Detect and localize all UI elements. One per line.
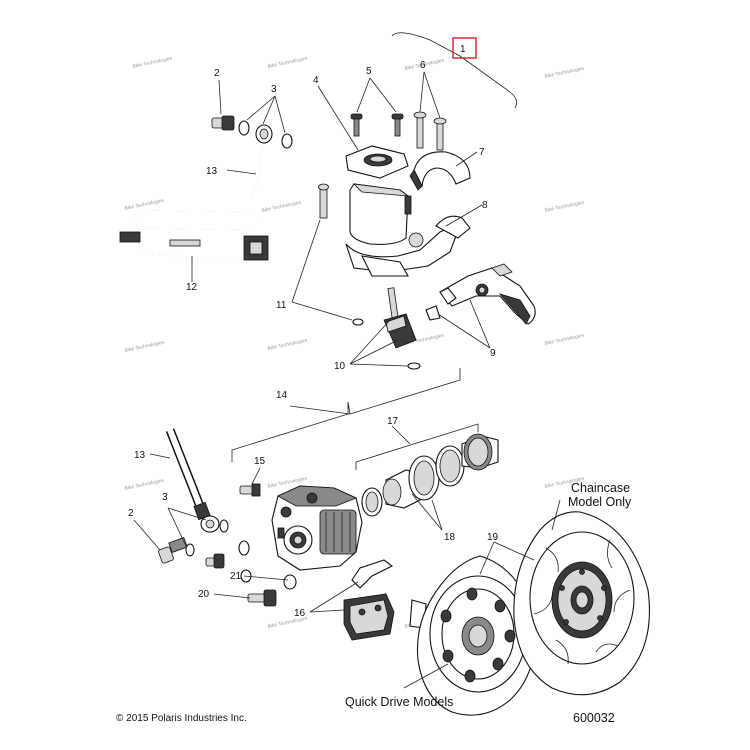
watermark: Bike Technologies [261,200,302,214]
assembly-bracket-1 [391,32,518,109]
chaincase-caption-line1: Chaincase [571,481,630,495]
brake-caliper [271,485,363,571]
callout-18: 18 [444,532,456,543]
callout-9: 9 [490,348,496,359]
watermark: Bike Technologies [124,478,165,492]
callout-box-1 [452,37,477,59]
watermark: Bike Technologies [267,56,308,70]
diagram-number: 600032 [573,711,615,725]
chaincase-caption-line2: Model Only [568,495,632,509]
callout-21: 21 [230,571,242,582]
callout-4: 4 [313,75,319,86]
quick-drive-caption: Quick Drive Models [345,695,453,709]
callout-11: 11 [276,300,287,311]
caliper-piston-seals [361,433,499,517]
brake-rotor-quick-drive [416,555,536,716]
upper-leader-lines [191,71,491,367]
lower-leader-lines [133,453,561,689]
callout-3: 3 [271,84,277,95]
callout-12: 12 [186,282,198,293]
bleeder-valve [239,483,261,497]
watermark: Bike Technologies [544,200,585,214]
callout-19: 19 [487,532,499,543]
watermark: Bike Technologies [267,338,308,352]
callout-10: 10 [334,361,346,372]
callout-5: 5 [366,66,372,77]
callout-16: 16 [294,608,306,619]
clamp-bolts [413,111,447,151]
callout-6: 6 [420,60,426,71]
brake-rotor-chaincase [513,511,651,696]
copyright-notice: © 2015 Polaris Industries Inc. [116,713,247,724]
brake-hose-upper [249,143,263,201]
pivot-pin [318,183,364,326]
caliper-bolt-small [205,553,225,569]
brake-lever [425,263,536,325]
callout-8: 8 [482,200,488,211]
master-cylinder-cover-screws [350,113,404,137]
callout-13: 13 [206,166,218,177]
watermark: Bike Technologies [544,66,585,80]
watermark: Bike Technologies [124,340,165,354]
callout-14: 14 [276,390,288,401]
master-cylinder-body [345,183,471,277]
callout-numbers: 1 2 3 4 5 6 7 8 9 10 11 12 13 14 15 13 3… [128,44,499,619]
bracket-17 [355,423,479,470]
assembly-bracket-14 [231,368,461,462]
caliper-mount-bolt [247,589,277,607]
watermark: Bike Technologies [544,333,585,347]
lever-switch-parts [383,287,421,370]
callout-7: 7 [479,147,485,158]
callout-2: 2 [214,68,220,79]
callout-1: 1 [460,44,466,55]
banjo-bolt-lower [158,519,297,590]
brake-hose-assembly [119,209,269,263]
callout-3-lower: 3 [162,492,168,503]
callout-15: 15 [254,456,266,467]
handlebar-clamp [413,151,471,188]
banjo-bolt-upper [211,115,293,149]
callout-20: 20 [198,589,210,600]
callout-17: 17 [387,416,399,427]
callout-13-lower: 13 [134,450,146,461]
watermark: Bike Technologies [132,56,173,70]
callout-2-lower: 2 [128,508,134,519]
